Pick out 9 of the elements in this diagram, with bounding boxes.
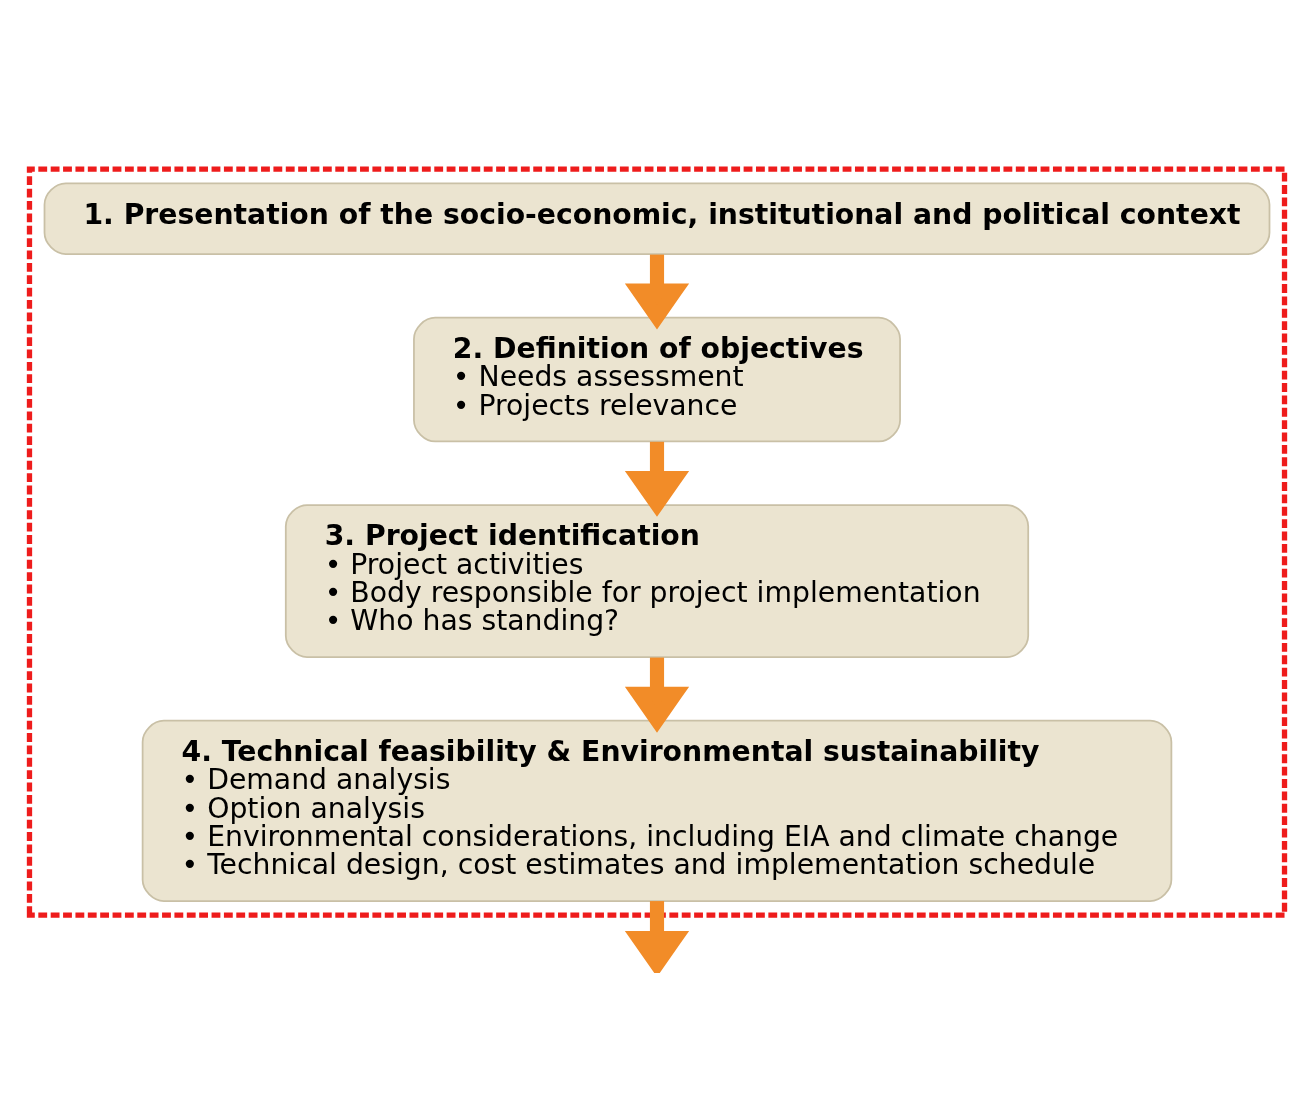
node-box: 3. Project identification • Project activities • Body responsible for project implementation • Who has standing?	[284, 503, 1030, 658]
arrow	[624, 254, 690, 329]
cluster	[26, 166, 1288, 918]
node-box: 2. Definition of objectives • Needs assessment • Projects relevance	[413, 316, 901, 442]
arrow	[624, 441, 690, 517]
arrow	[624, 657, 690, 733]
node-box: 4. Technical feasibility & Environmental sustainability • Demand analysis • Option analysis • Environmental considerations, including EIA and climate change • Technical design, cost estimates and implementation schedule	[141, 719, 1173, 902]
arrow	[624, 900, 690, 973]
node-box: 1. Presentation of the socio-economic, institutional and political context	[43, 181, 1271, 255]
